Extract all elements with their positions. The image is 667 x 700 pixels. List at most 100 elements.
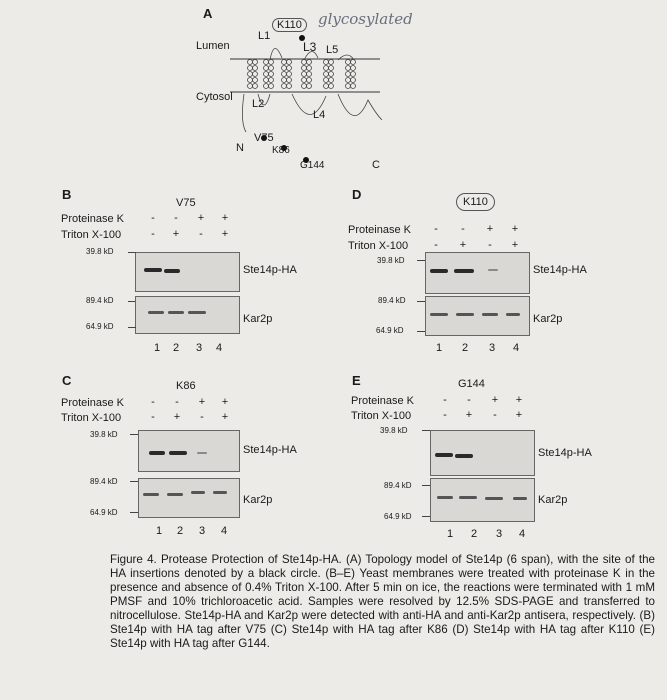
loop-l4-label: L4 xyxy=(313,109,326,121)
panel-e-marker-398: 39.8 kD xyxy=(380,426,408,435)
d-pk-2: - xyxy=(461,223,465,235)
panel-d-proteinase-label: Proteinase K xyxy=(348,224,411,236)
panel-b-ste-label: Ste14p-HA xyxy=(243,264,297,276)
d-lane-1: 1 xyxy=(436,342,443,354)
panel-b-ste-blot xyxy=(135,252,240,292)
b-tx-3: - xyxy=(199,228,203,240)
figure-caption: Figure 4. Protease Protection of Ste14p-… xyxy=(110,553,655,650)
panel-e-marker-649: 64.9 kD xyxy=(384,512,412,521)
panel-e-marker-894: 89.4 kD xyxy=(384,481,412,490)
panel-c-kar-blot xyxy=(138,478,240,518)
panel-e-site: G144 xyxy=(458,378,485,390)
k110-site-marker xyxy=(299,35,305,41)
panel-c-ste-label: Ste14p-HA xyxy=(243,444,297,456)
c-lane-1: 1 xyxy=(156,525,163,537)
panel-e-letter: E xyxy=(352,373,361,388)
panel-d-kar-blot xyxy=(425,296,530,336)
d-pk-4: + xyxy=(511,223,519,235)
d-tx-4: + xyxy=(511,239,519,251)
panel-e-kar-blot xyxy=(430,478,535,522)
d-pk-1: - xyxy=(434,223,438,235)
g144-site-marker xyxy=(303,157,309,163)
panel-d-marker-894: 89.4 kD xyxy=(378,296,406,305)
panel-b-triton-label: Triton X-100 xyxy=(61,229,122,241)
e-tx-2: + xyxy=(465,409,473,421)
k110-label: K110 xyxy=(272,18,307,32)
c-pk-1: - xyxy=(151,396,155,408)
panel-c-site: K86 xyxy=(176,380,196,392)
panel-c-marker-894: 89.4 kD xyxy=(90,477,118,486)
b-pk-2: - xyxy=(174,212,178,224)
panel-e-ste-label: Ste14p-HA xyxy=(538,447,592,459)
e-lane-3: 3 xyxy=(496,528,503,540)
panel-d-kar-label: Kar2p xyxy=(533,313,563,325)
d-lane-4: 4 xyxy=(513,342,520,354)
k86-label: K86 xyxy=(272,145,290,156)
panel-b-kar-blot xyxy=(135,296,240,334)
c-lane-4: 4 xyxy=(221,525,228,537)
d-tx-1: - xyxy=(434,239,438,251)
panel-e-kar-label: Kar2p xyxy=(538,494,568,506)
e-tx-4: + xyxy=(515,409,523,421)
c-tx-4: + xyxy=(221,411,229,423)
v75-site-marker xyxy=(261,135,267,141)
panel-b-site: V75 xyxy=(176,197,196,209)
panel-b-proteinase-label: Proteinase K xyxy=(61,213,124,225)
panel-d-site: K110 xyxy=(456,193,495,211)
panel-b-marker-398: 39.8 kD xyxy=(86,247,114,256)
panel-b-marker-894: 89.4 kD xyxy=(86,296,114,305)
k86-site-marker xyxy=(281,145,287,151)
d-tx-3: - xyxy=(488,239,492,251)
g144-label: G144 xyxy=(300,160,325,171)
c-tx-1: - xyxy=(151,411,155,423)
loop-l2-label: L2 xyxy=(252,98,265,110)
panel-b-kar-label: Kar2p xyxy=(243,313,273,325)
c-pk-2: - xyxy=(175,396,179,408)
b-pk-1: - xyxy=(151,212,155,224)
panel-d-ste-label: Ste14p-HA xyxy=(533,264,587,276)
b-tx-4: + xyxy=(221,228,229,240)
e-lane-1: 1 xyxy=(447,528,454,540)
lumen-label: Lumen xyxy=(196,40,230,52)
topology-diagram xyxy=(230,35,383,163)
panel-d-triton-label: Triton X-100 xyxy=(348,240,409,252)
cytosol-label: Cytosol xyxy=(196,91,233,103)
panel-e-ste-blot xyxy=(430,430,535,476)
c-lane-2: 2 xyxy=(177,525,184,537)
b-pk-4: + xyxy=(221,212,229,224)
loop-l3-label: L3 xyxy=(303,40,317,54)
panel-e-triton-label: Triton X-100 xyxy=(351,410,412,422)
panel-e-proteinase-label: Proteinase K xyxy=(351,395,414,407)
panel-c-triton-label: Triton X-100 xyxy=(61,412,122,424)
band xyxy=(144,268,162,272)
handwritten-note: glycosylated xyxy=(318,10,413,28)
helix-beads xyxy=(242,48,383,133)
panel-d-ste-blot xyxy=(425,252,530,294)
b-tx-2: + xyxy=(172,228,180,240)
n-terminus-label: N xyxy=(236,142,244,154)
c-tx-2: + xyxy=(173,411,181,423)
e-pk-2: - xyxy=(467,394,471,406)
e-lane-2: 2 xyxy=(471,528,478,540)
d-lane-2: 2 xyxy=(462,342,469,354)
band xyxy=(164,269,180,273)
v75-label: V75 xyxy=(254,132,274,144)
c-pk-4: + xyxy=(221,396,229,408)
d-lane-3: 3 xyxy=(489,342,496,354)
panel-d-marker-398: 39.8 kD xyxy=(377,256,405,265)
panel-b-marker-649: 64.9 kD xyxy=(86,322,114,331)
panel-c-ste-blot xyxy=(138,430,240,472)
b-lane-2: 2 xyxy=(173,342,180,354)
loop-l1-label: L1 xyxy=(258,30,271,42)
panel-d-letter: D xyxy=(352,187,362,202)
b-lane-4: 4 xyxy=(216,342,223,354)
panel-c-letter: C xyxy=(62,373,72,388)
e-pk-4: + xyxy=(515,394,523,406)
e-pk-3: + xyxy=(491,394,499,406)
e-pk-1: - xyxy=(443,394,447,406)
b-pk-3: + xyxy=(197,212,205,224)
panel-c-kar-label: Kar2p xyxy=(243,494,273,506)
panel-b-letter: B xyxy=(62,187,72,202)
b-lane-1: 1 xyxy=(154,342,161,354)
e-tx-3: - xyxy=(493,409,497,421)
